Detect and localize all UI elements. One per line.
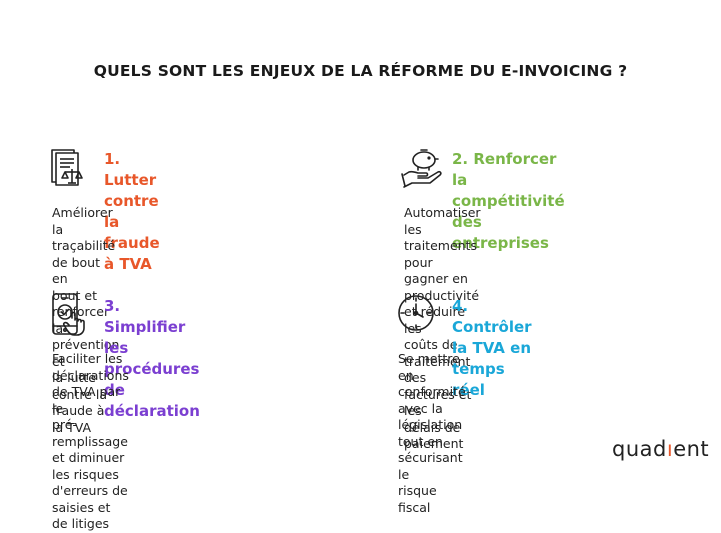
card-body: Améliorer la traçabilité de bout en bout… [52, 205, 119, 436]
body-line: pré-remplissage et diminuer les risques [52, 417, 128, 482]
heading-line: procédures de déclaration [104, 360, 200, 420]
heading-line: 1. Lutter contre [104, 150, 159, 210]
body-line: Se mettre en conformité avec la [398, 351, 466, 416]
hand-piggy-bank-icon [401, 149, 442, 188]
logo-accent: ı [666, 437, 674, 461]
card-heading: 3. Simplifier les procédures de déclarat… [104, 296, 200, 422]
body-line: Améliorer la traçabilité de bout en [52, 205, 116, 286]
body-line: législation tout en sécurisant le [398, 417, 463, 482]
card-body: Se mettre en conformité avec la législat… [398, 351, 466, 516]
body-line: d'erreurs de saisies et de litiges [52, 483, 128, 531]
logo-text: quad [612, 437, 667, 461]
card-body: Faciliter les déclarations de TVA par le… [52, 351, 129, 533]
body-line: Automatiser les traitements pour [404, 205, 481, 270]
logo-text: ent [673, 437, 710, 461]
heading-line: des entreprises [452, 213, 549, 252]
card-heading: 2. Renforcer la compétitivité des entrep… [452, 149, 565, 254]
card-heading: 4. Contrôler la TVA en temps réel [452, 296, 532, 401]
phone-check-icon [52, 293, 85, 336]
card-heading: 1. Lutter contre la fraude à TVA [104, 149, 160, 275]
body-line: coûts de traitement des factures et les [404, 337, 472, 418]
heading-line: 3. Simplifier les [104, 297, 186, 357]
body-line: délais de paiement [404, 419, 464, 452]
body-line: la lutte contre la fraude à la TVA [52, 370, 108, 435]
heading-line: temps réel [452, 360, 505, 399]
body-line: gagner en productivité et réduire les [404, 271, 480, 336]
heading-line: la fraude à TVA [104, 213, 160, 273]
quadient-logo: quadıent [612, 437, 709, 461]
heading-line: 4. Contrôler la TVA en [452, 297, 532, 357]
body-line: Faciliter les déclarations de TVA par le [52, 351, 129, 416]
page-title: QUELS SONT LES ENJEUX DE LA RÉFORME DU E… [93, 62, 628, 80]
body-line: risque fiscal [398, 483, 437, 515]
heading-line: 2. Renforcer la compétitivité [452, 150, 565, 210]
document-scale-icon [51, 149, 83, 186]
clock-icon [398, 295, 434, 331]
card-body: Automatiser les traitements pour gagner … [404, 205, 481, 453]
